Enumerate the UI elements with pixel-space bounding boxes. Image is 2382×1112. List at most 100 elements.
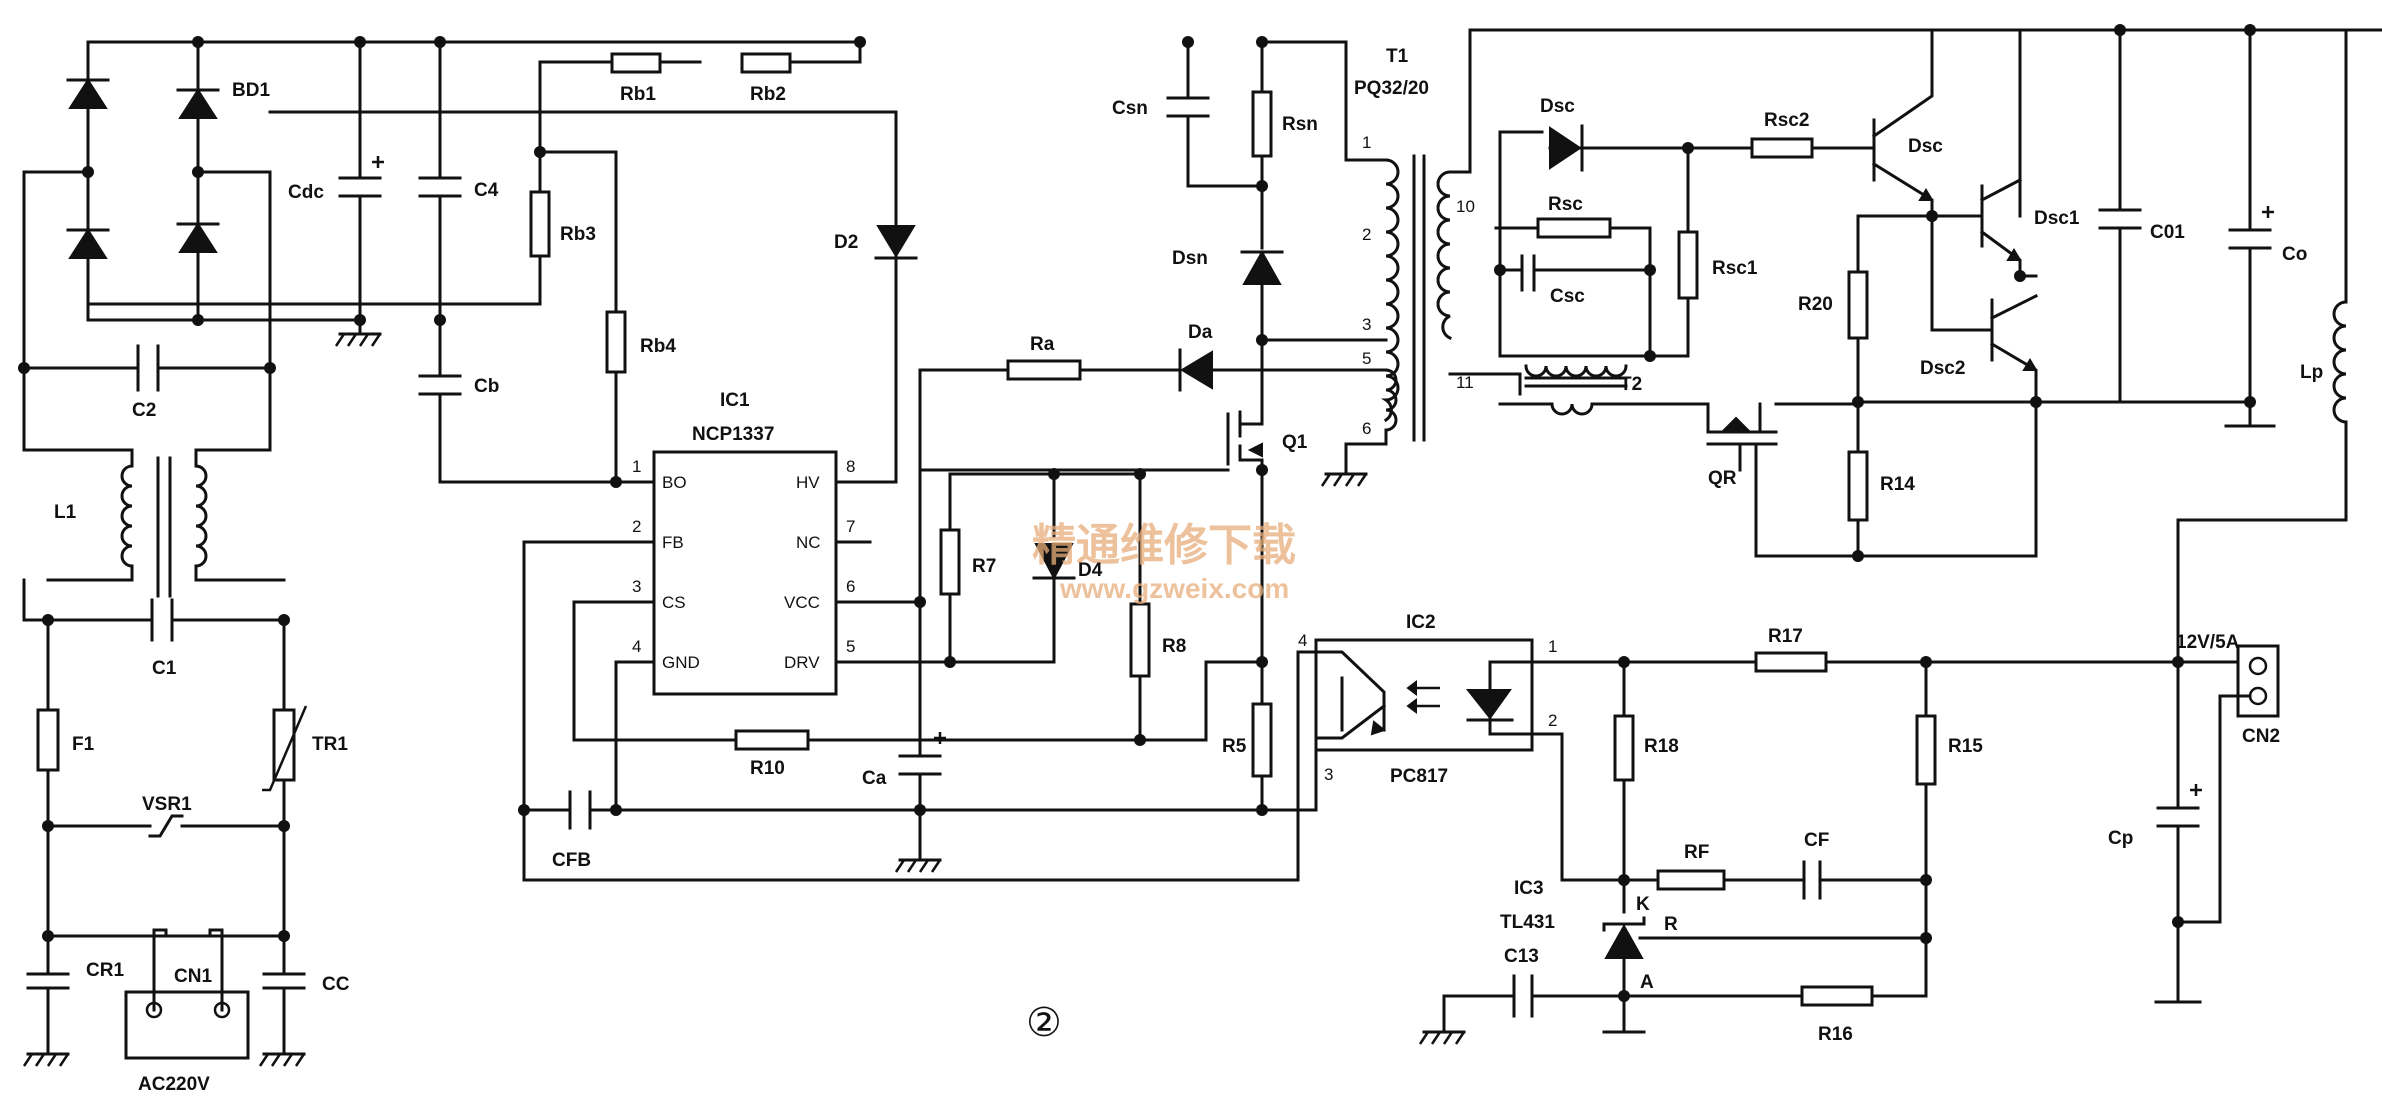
- label-cn1: CN1: [174, 966, 212, 987]
- label-dsn: Dsn: [1172, 248, 1208, 269]
- label-ic3: IC3: [1514, 878, 1544, 899]
- label-l1: L1: [54, 502, 77, 523]
- label-c01: C01: [2150, 222, 2185, 243]
- ic1-pin-num-3: 3: [632, 577, 641, 596]
- label-q1: Q1: [1282, 432, 1308, 453]
- ic1-pin-num-8: 8: [846, 457, 855, 476]
- label-t1-core: PQ32/20: [1354, 78, 1429, 99]
- label-r15: R15: [1948, 736, 1983, 757]
- label-qr: QR: [1708, 468, 1737, 489]
- label-r8: R8: [1162, 636, 1186, 657]
- label-cc: CC: [322, 974, 350, 995]
- output-rating: 12V/5A: [2176, 632, 2240, 653]
- ic1-pin-name-4: GND: [662, 653, 700, 672]
- label-ca: Ca: [862, 768, 887, 789]
- label-rsc: Rsc: [1548, 194, 1583, 215]
- t1-pin-1: 1: [1362, 133, 1371, 152]
- label-r: R: [1664, 914, 1678, 935]
- pc817-pin-3: 3: [1324, 765, 1333, 784]
- t1-pin-3: 3: [1362, 315, 1371, 334]
- label-c4: C4: [474, 180, 499, 201]
- component-labels: BD1 Cdc C4 Cb C2 L1 C1 F1 TR1 VSR1 CR1 C…: [54, 46, 2323, 1095]
- label-ic2-part: PC817: [1390, 766, 1448, 787]
- secondary-section: [1436, 28, 2382, 664]
- label-r20: R20: [1798, 294, 1833, 315]
- label-k: K: [1636, 894, 1650, 915]
- ic1: [522, 450, 1318, 882]
- pc817-pin-4: 4: [1298, 631, 1307, 650]
- label-rb4: Rb4: [640, 336, 676, 357]
- label-r14: R14: [1880, 474, 1915, 495]
- label-csn: Csn: [1112, 98, 1148, 119]
- label-dsc-q: Dsc: [1908, 136, 1943, 157]
- label-d4: D4: [1078, 560, 1103, 581]
- input-section: [22, 170, 308, 1068]
- label-c2: C2: [132, 400, 156, 421]
- label-r5: R5: [1222, 736, 1247, 757]
- t1-pin-11: 11: [1456, 373, 1474, 392]
- pc817-pin-1: 1: [1548, 637, 1557, 656]
- label-c1: C1: [152, 658, 177, 679]
- junction-dots: [18, 24, 2256, 1002]
- ic1-pin-name-2: FB: [662, 533, 684, 552]
- output-section: [1994, 644, 2280, 1004]
- ic1-pin-num-5: 5: [846, 637, 855, 656]
- watermark-url: www.gzweix.com: [1059, 573, 1289, 604]
- label-d2: D2: [834, 232, 858, 253]
- ic1-pin-num-4: 4: [632, 637, 641, 656]
- label-cb: Cb: [474, 376, 499, 397]
- label-rsn: Rsn: [1282, 114, 1318, 135]
- ic1-pin-num-2: 2: [632, 517, 641, 536]
- label-cn2: CN2: [2242, 726, 2280, 747]
- ic1-pin-name-7: NC: [796, 533, 821, 552]
- label-cfb: CFB: [552, 850, 591, 871]
- label-cp: Cp: [2108, 828, 2133, 849]
- label-r17: R17: [1768, 626, 1803, 647]
- label-tr1: TR1: [312, 734, 348, 755]
- ic1-pin-num-6: 6: [846, 577, 855, 596]
- ic1-pin-name-8: HV: [796, 473, 820, 492]
- label-rb3: Rb3: [560, 224, 596, 245]
- label-dsc: Dsc: [1540, 96, 1575, 117]
- t1-pin-10: 10: [1456, 197, 1475, 216]
- ic1-pins: 1 BO 2 FB 3 CS 4 GND 8 HV 7 NC 6 VCC 5 D…: [632, 457, 855, 672]
- label-ic3-part: TL431: [1500, 912, 1555, 933]
- label-da: Da: [1188, 322, 1213, 343]
- ic1-pin-num-1: 1: [632, 457, 641, 476]
- label-r18: R18: [1644, 736, 1679, 757]
- label-c13: C13: [1504, 946, 1539, 967]
- t1-pin-6: 6: [1362, 419, 1371, 438]
- ic1-pin-name-5: DRV: [784, 653, 820, 672]
- label-rsc1: Rsc1: [1712, 258, 1758, 279]
- label-t2: T2: [1620, 374, 1642, 395]
- label-cdc: Cdc: [288, 182, 324, 203]
- ic1-pin-name-3: CS: [662, 593, 686, 612]
- label-rb1: Rb1: [620, 84, 656, 105]
- label-csc: Csc: [1550, 286, 1585, 307]
- feedback-section: [1314, 638, 1998, 1046]
- label-co: Co: [2282, 244, 2307, 265]
- label-ic1: IC1: [720, 390, 750, 411]
- figure-number: ②: [1026, 1001, 1062, 1045]
- label-f1: F1: [72, 734, 95, 755]
- bridge-section: [22, 40, 918, 484]
- label-bd1: BD1: [232, 80, 270, 101]
- label-vsr1: VSR1: [142, 794, 192, 815]
- t1-pin-5: 5: [1362, 349, 1371, 368]
- label-cr1: CR1: [86, 960, 124, 981]
- label-r7: R7: [972, 556, 996, 577]
- label-r16: R16: [1818, 1024, 1853, 1045]
- label-a: A: [1640, 972, 1654, 993]
- label-rsc2: Rsc2: [1764, 110, 1809, 131]
- t1-pin-2: 2: [1362, 225, 1371, 244]
- label-ra: Ra: [1030, 334, 1055, 355]
- watermark-title: 精通维修下载: [1032, 521, 1296, 570]
- input-voltage: AC220V: [138, 1074, 210, 1095]
- label-dsc1: Dsc1: [2034, 208, 2080, 229]
- label-r10: R10: [750, 758, 785, 779]
- label-rb2: Rb2: [750, 84, 786, 105]
- label-cf: CF: [1804, 830, 1829, 851]
- label-dsc2: Dsc2: [1920, 358, 1965, 379]
- ic1-pin-name-1: BO: [662, 473, 687, 492]
